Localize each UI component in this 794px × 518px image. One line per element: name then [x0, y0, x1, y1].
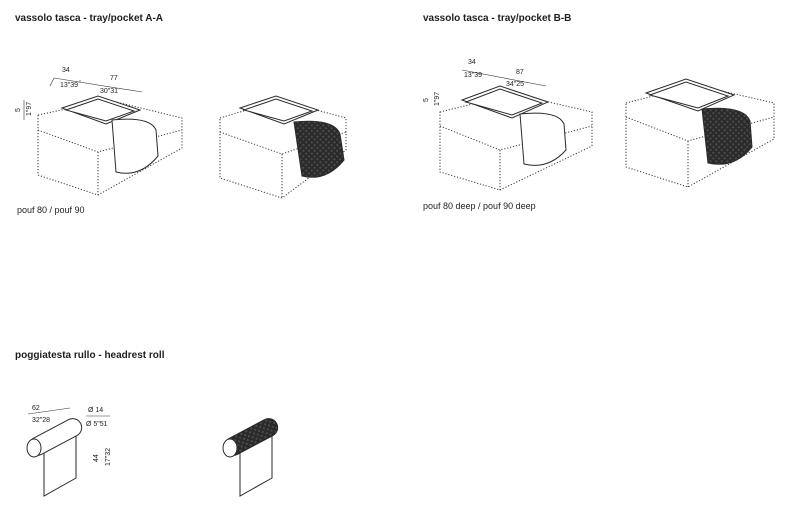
dim-diam-cm: Ø 14 [88, 407, 103, 414]
headrest-roll-textured-drawing [222, 418, 279, 497]
dim-depth-cm: 34 [468, 59, 476, 66]
pouf-tray-aa-textured-drawing [219, 95, 347, 199]
dim-height-in: 17"32 [105, 448, 112, 466]
dim-width-in: 34"25 [506, 81, 524, 88]
pouf-tray-bb-dimension-drawing: 34 13"39 87 34"25 5 1"97 [423, 59, 593, 191]
headrest-roll-dimension-drawing: 62 32"28 Ø 14 Ø 5"51 44 17"32 [26, 405, 112, 497]
dim-width-in: 30"31 [100, 88, 118, 95]
section-title-headrest: poggiatesta rullo - headrest roll [15, 350, 165, 361]
dim-depth-in: 13"39 [464, 72, 482, 79]
dim-height-cm: 5 [15, 108, 22, 112]
dim-width-cm: 77 [110, 75, 118, 82]
pouf-tray-bb-textured-drawing [625, 78, 775, 188]
dim-width-cm: 87 [516, 69, 524, 76]
section-title-tray-bb: vassolo tasca - tray/pocket B-B [423, 13, 572, 24]
dim-height-cm: 5 [423, 98, 430, 102]
caption-tray-aa: pouf 80 / pouf 90 [17, 205, 85, 215]
dim-diam-in: Ø 5"51 [86, 421, 108, 428]
dim-depth-cm: 34 [62, 67, 70, 74]
dim-length-in: 32"28 [32, 417, 50, 424]
dim-depth-in: 13"39 [60, 82, 78, 89]
dim-height-cm: 44 [93, 454, 100, 462]
dim-height-in: 1"97 [434, 92, 441, 106]
section-title-tray-aa: vassolo tasca - tray/pocket A-A [15, 13, 164, 24]
dim-length-cm: 62 [32, 405, 40, 412]
dim-height-in: 1"97 [26, 102, 33, 116]
pouf-tray-aa-dimension-drawing: 34 13"39 77 30"31 5 1"97 [15, 67, 183, 196]
caption-tray-bb: pouf 80 deep / pouf 90 deep [423, 201, 536, 211]
